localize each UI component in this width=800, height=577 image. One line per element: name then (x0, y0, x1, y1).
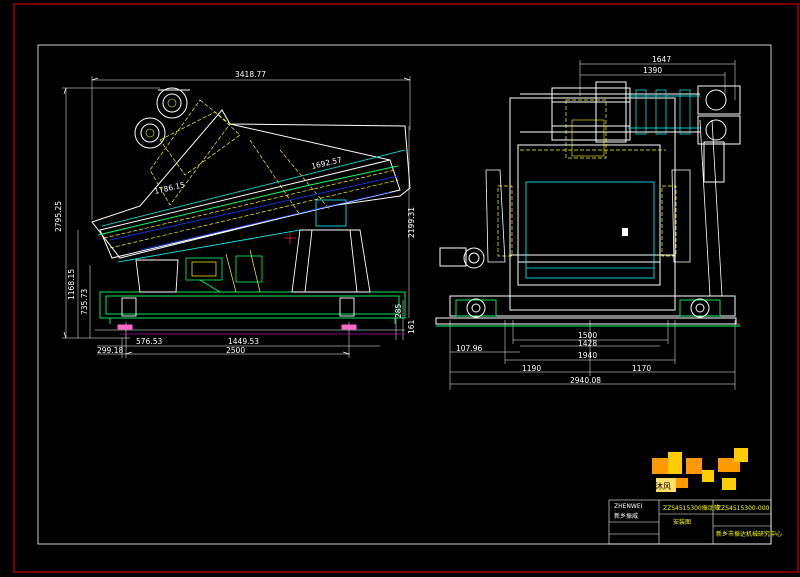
drawing-name: ZZS4515300振动筛 (663, 504, 720, 512)
dim-base-height: 735.73 (80, 289, 89, 315)
dim-frame-height: 1168.15 (67, 269, 76, 300)
dim-motor-width: 1390 (643, 66, 662, 75)
end-view: 1647 1390 107.96 1500 1428 1940 1190 117… (435, 55, 741, 390)
dim-span-mid: 1449.53 (228, 337, 259, 346)
dim-overall-length: 3418.77 (235, 70, 266, 79)
drawing-type: 安装图 (673, 518, 691, 526)
dim-total-height: 2795.25 (54, 201, 63, 232)
drawing-number: ZZS4515300-000 (717, 505, 770, 512)
dim-span-left: 576.53 (136, 337, 162, 346)
inner-border (37, 44, 772, 545)
dim-left-offset: 107.96 (456, 344, 482, 353)
watermark-logo: 沐风 (652, 448, 748, 492)
dim-right-height: 2199.31 (407, 207, 416, 238)
dim-w1428: 1428 (578, 339, 597, 348)
dim-foot-right: 285 (394, 303, 403, 318)
company-logo: ZHENWEI (614, 503, 643, 510)
dim-w1500: 1500 (578, 331, 597, 340)
dim-base-length: 2500 (226, 346, 245, 355)
dim-upper-length: 1692.57 (310, 155, 342, 171)
side-view: 3418.77 1692.57 1786.15 2795.25 1168.15 … (54, 70, 416, 358)
dim-left-half: 1190 (522, 364, 541, 373)
dim-inner-length: 1786.15 (153, 180, 185, 196)
title-block (608, 499, 772, 545)
outer-border (13, 3, 799, 573)
dim-right-half: 1170 (632, 364, 651, 373)
dim-offset-left: 299.18 (97, 346, 123, 355)
dim-foot-small: 161 (407, 319, 416, 334)
dim-top-width: 1647 (652, 55, 671, 64)
designer-org: 新乡市振达机械研究中心 (716, 530, 782, 538)
watermark-text: 沐风 (655, 481, 671, 491)
company-name: 新乡振威 (614, 512, 638, 520)
dim-total-width: 2940.08 (570, 376, 601, 385)
dim-w1940: 1940 (578, 351, 597, 360)
